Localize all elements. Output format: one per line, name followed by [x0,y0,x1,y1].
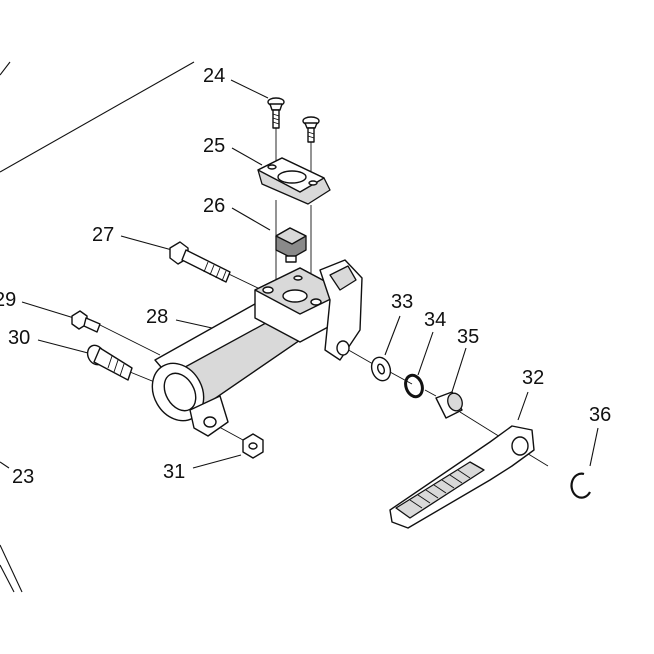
lever-grip-ridges [409,469,471,509]
label-32: 32 [522,367,544,389]
label-31: 31 [163,461,185,483]
bolt-27 [169,241,231,283]
label-23: 23 [12,466,34,488]
label-27: 27 [92,224,114,246]
label-35: 35 [457,326,479,348]
washer-33 [370,356,392,382]
part-labels: 24 25 26 27 28 29 30 31 32 33 34 35 36 2… [0,65,611,488]
plug-26 [275,227,307,263]
o-ring-34 [404,373,424,399]
label-36: 36 [589,404,611,426]
label-24: 24 [203,65,225,87]
label-25: 25 [203,135,225,157]
label-26: 26 [203,195,225,217]
bolt-30 [86,344,133,381]
label-33: 33 [391,291,413,313]
bushing-35 [435,391,463,419]
label-28: 28 [146,306,168,328]
screw-24-left [267,97,285,129]
housing-28 [151,259,363,437]
label-30: 30 [8,327,30,349]
bolt-29 [71,310,101,333]
screw-24-right [302,116,320,143]
nut-31 [242,433,264,459]
label-29: 29 [0,289,16,311]
lever-32 [389,425,535,529]
cover-plate-25 [257,157,331,205]
label-34: 34 [424,309,446,331]
frame-lines [0,61,195,593]
e-clip-36 [570,472,591,499]
